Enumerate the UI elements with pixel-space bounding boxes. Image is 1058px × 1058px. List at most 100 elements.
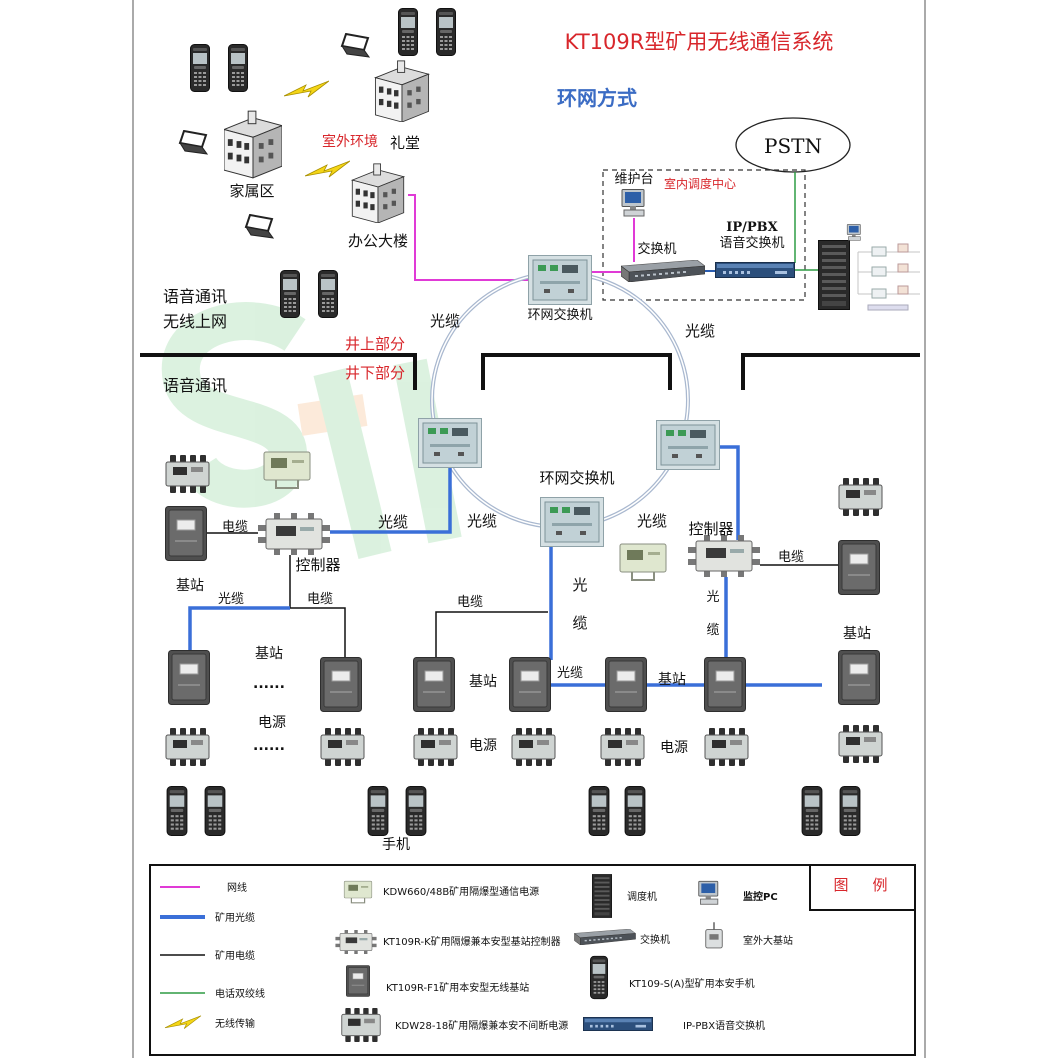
legend-rack-icon [592, 874, 612, 918]
label-below-ground: 井下部分 [345, 364, 405, 382]
phone-icon [318, 270, 338, 318]
legend-ippbx-icon [582, 1017, 654, 1031]
phone-icon [367, 786, 389, 836]
phone-icon [190, 44, 210, 92]
label-power-a: 电源 [258, 715, 286, 731]
fiber-right-switch-controller [720, 445, 740, 540]
label-fiber-ctrl: 光缆 [378, 513, 408, 531]
label-cable-left: 电缆 [222, 519, 248, 535]
label-fiber-vertical-1: 光 [572, 576, 587, 594]
phone-icon [624, 786, 646, 836]
residential-building-icon [224, 110, 282, 179]
base-station-icon [168, 650, 210, 705]
label-office-building: 办公大楼 [348, 232, 408, 250]
wireless-bolt-icon [284, 80, 329, 98]
legend-psu-kdw660: KDW660/48B矿用隔爆型通信电源 [383, 885, 539, 898]
ups-icon [413, 728, 458, 766]
label-fiber-branch: 光缆 [218, 591, 244, 607]
ups-icon [165, 455, 210, 493]
label-ellipsis-a: ...... [253, 676, 285, 692]
legend-wireless: 无线传输 [215, 1017, 255, 1030]
psu-right-icon [619, 543, 667, 581]
legend: 图 例 网线 矿用光缆 矿用电缆 电话双绞线 无线传输 KDW660/48B矿用… [149, 864, 916, 1056]
ring-switch-left-icon [418, 418, 482, 468]
label-ring-switch-top: 环网交换机 [527, 307, 592, 323]
phone-icon [166, 786, 188, 836]
legend-title-box [809, 865, 915, 911]
label-fiber-vertical-right-2: 缆 [706, 622, 719, 638]
legend-monitor-pc: 监控PC [743, 890, 778, 903]
phone-icon [204, 786, 226, 836]
legend-psu-icon [343, 880, 373, 904]
phone-icon [436, 8, 456, 56]
label-handset: 手机 [382, 837, 410, 853]
dispatcher-rack-icon [818, 240, 850, 310]
label-residential: 家属区 [229, 182, 274, 200]
label-cable-branch: 电缆 [307, 591, 333, 607]
ups-icon [838, 478, 883, 516]
laptop-icon [245, 214, 274, 239]
label-auditorium: 礼堂 [390, 134, 420, 152]
ground-boundary-right [741, 353, 920, 390]
network-cable-office [408, 194, 528, 281]
ring-switch-top-icon [528, 255, 592, 305]
ups-icon [511, 728, 556, 766]
legend-ups-kdw28: KDW28-18矿用隔爆兼本安不间断电源 [395, 1019, 568, 1032]
legend-mine-fiber: 矿用光缆 [215, 911, 255, 924]
base-station-icon [704, 657, 746, 712]
ups-icon [600, 728, 645, 766]
label-cable-mid: 电缆 [457, 594, 483, 610]
phone-icon [228, 44, 248, 92]
legend-outdoor-bs-icon [705, 922, 723, 949]
label-base-station-left: 基站 [176, 577, 204, 594]
dispatch-schematic [846, 224, 920, 311]
label-wireless-internet: 无线上网 [163, 312, 227, 331]
legend-controller-k: KT109R-K矿用隔爆兼本安型基站控制器 [383, 935, 561, 948]
pstn-cloud [735, 117, 851, 173]
ground-boundary-left [140, 353, 417, 390]
maintenance-pc-icon [621, 189, 645, 217]
label-base-station-b: 基站 [469, 673, 497, 690]
base-station-icon [838, 540, 880, 595]
controller-right-icon [688, 535, 760, 577]
label-dispatch-center: 室内调度中心 [664, 176, 736, 191]
legend-title-1: 图 [833, 876, 848, 894]
legend-ups-icon [341, 1008, 381, 1042]
label-fiber-vertical-2: 缆 [572, 614, 587, 632]
label-fiber-ring-bottom-right: 光缆 [637, 512, 667, 530]
label-controller-right: 控制器 [688, 520, 733, 538]
legend-monitor-pc-icon [698, 880, 719, 905]
legend-controller-icon [335, 930, 377, 954]
ring-switch-bottom-icon [540, 497, 604, 547]
cable-mid [435, 611, 548, 657]
legend-mine-cable: 矿用电缆 [215, 949, 255, 962]
label-switch: 交换机 [637, 241, 676, 257]
legend-base-station-icon [346, 965, 370, 997]
label-fiber-vertical-right-1: 光 [706, 590, 719, 605]
label-power-c: 电源 [660, 740, 688, 756]
legend-switch-icon [574, 929, 636, 945]
label-controller-left: 控制器 [295, 556, 340, 574]
label-ippbx-2: 语音交换机 [719, 235, 784, 251]
network-switch-icon [621, 260, 705, 282]
legend-phone-icon [590, 955, 608, 1000]
label-voice-surface: 语音通讯 [163, 287, 227, 306]
base-station-icon [509, 657, 551, 712]
phone-icon [839, 786, 861, 836]
ring-switch-right-icon [656, 420, 720, 470]
label-fiber-ring-top-left: 光缆 [430, 312, 460, 330]
label-ippbx-1: IP/PBX [726, 220, 778, 235]
laptop-icon [179, 130, 208, 155]
legend-box [149, 864, 916, 1056]
office-building-icon [351, 163, 405, 223]
phone-icon [588, 786, 610, 836]
label-base-station-a: 基站 [255, 645, 283, 662]
cable-branch-left [290, 607, 346, 657]
legend-switch: 交换机 [640, 933, 670, 946]
legend-title-2: 例 [872, 876, 887, 894]
label-cable-right: 电缆 [778, 549, 804, 565]
legend-base-station-f1: KT109R-F1矿用本安型无线基站 [386, 981, 529, 994]
label-outdoor: 室外环境 [322, 133, 378, 150]
fiber-branch-left [188, 606, 290, 650]
label-fiber-link: 光缆 [557, 665, 583, 681]
